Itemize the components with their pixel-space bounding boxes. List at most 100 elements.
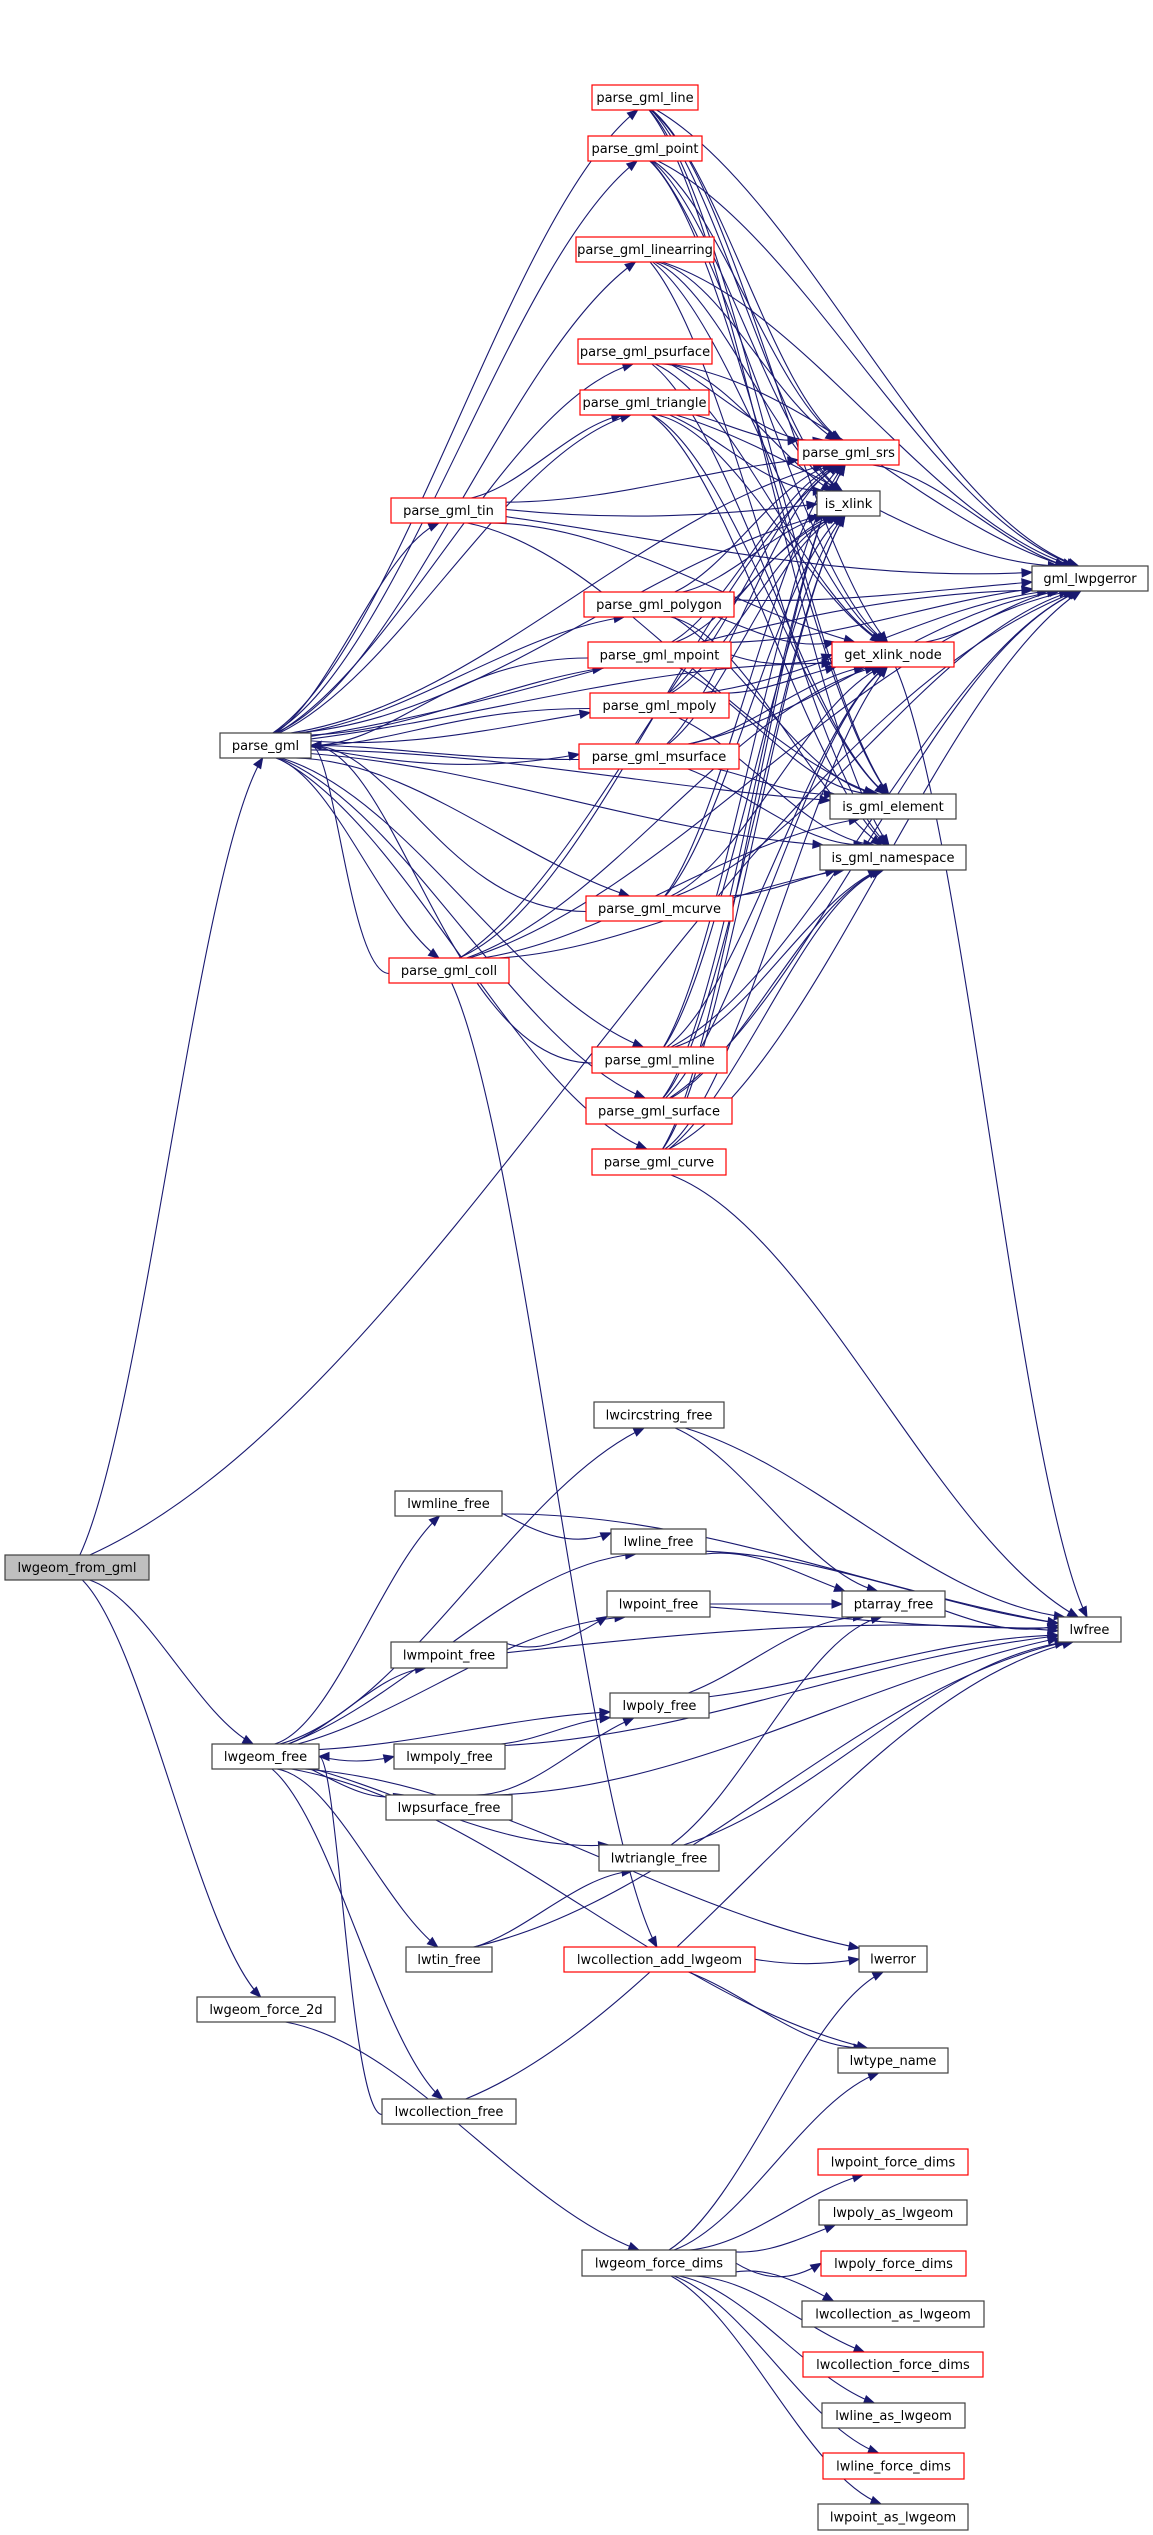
node-label[interactable]: parse_gml_msurface	[592, 750, 727, 765]
node-label[interactable]: parse_gml_tin	[403, 504, 494, 519]
node-box[interactable]	[858, 1945, 928, 1973]
node-label[interactable]: lwpoly_as_lwgeom	[833, 2206, 954, 2221]
node-label[interactable]: is_xlink	[825, 497, 873, 512]
node-lwgeom-force-dims[interactable]: lwgeom_force_dims	[581, 2249, 737, 2277]
node-box[interactable]	[831, 641, 955, 668]
node-label[interactable]: ptarray_free	[854, 1598, 934, 1613]
node-label[interactable]: parse_gml_triangle	[583, 396, 707, 411]
node-lwtype-name[interactable]: lwtype_name	[837, 2047, 949, 2074]
node-lwpoly-force-dims[interactable]: lwpoly_force_dims	[820, 2250, 967, 2277]
node-label[interactable]: gml_lwpgerror	[1043, 572, 1137, 587]
node-box[interactable]	[801, 2300, 985, 2328]
node-lwgeom-force-2d[interactable]: lwgeom_force_2d	[196, 1996, 336, 2023]
node-parse-gml-msurface[interactable]: parse_gml_msurface	[578, 743, 740, 770]
node-box[interactable]	[802, 2351, 984, 2378]
node-label[interactable]: is_gml_namespace	[832, 851, 955, 866]
node-box[interactable]	[390, 1641, 508, 1669]
node-label[interactable]: lwpoint_force_dims	[831, 2156, 956, 2171]
node-parse-gml-psurface[interactable]: parse_gml_psurface	[577, 338, 713, 365]
node-box[interactable]	[587, 135, 703, 162]
node-label[interactable]: parse_gml_mpoint	[600, 649, 720, 664]
node-label[interactable]: parse_gml_srs	[802, 446, 895, 461]
node-lwcollection-add-lwgeom[interactable]: lwcollection_add_lwgeom	[563, 1946, 756, 1973]
node-parse-gml-mpoint[interactable]: parse_gml_mpoint	[587, 641, 732, 669]
node-parse-gml-curve[interactable]: parse_gml_curve	[591, 1148, 727, 1176]
node-label[interactable]: parse_gml_curve	[604, 1156, 714, 1171]
node-box[interactable]	[4, 1554, 150, 1581]
node-lwtriangle-free[interactable]: lwtriangle_free	[598, 1844, 720, 1872]
node-box[interactable]	[579, 389, 710, 416]
node-label[interactable]: lwtriangle_free	[611, 1852, 708, 1867]
node-parse-gml-coll[interactable]: parse_gml_coll	[388, 957, 510, 984]
node-lwline-force-dims[interactable]: lwline_force_dims	[822, 2452, 965, 2480]
node-box[interactable]	[589, 692, 730, 719]
node-lwpsurface-free[interactable]: lwpsurface_free	[385, 1794, 513, 1821]
node-box[interactable]	[1031, 565, 1149, 592]
node-box[interactable]	[841, 1590, 946, 1618]
node-label[interactable]: lwcollection_free	[395, 2105, 504, 2120]
node-lwfree[interactable]: lwfree	[1057, 1616, 1122, 1643]
node-parse-gml-point[interactable]: parse_gml_point	[587, 135, 703, 162]
node-box[interactable]	[390, 497, 507, 524]
node-label[interactable]: lwpoint_as_lwgeom	[830, 2511, 956, 2526]
node-label[interactable]: lwmpoint_free	[403, 1649, 495, 1664]
node-gml-lwpgerror[interactable]: gml_lwpgerror	[1031, 565, 1149, 592]
node-box[interactable]	[219, 732, 312, 759]
node-label[interactable]: lwmpoly_free	[406, 1750, 493, 1765]
node-label[interactable]: lwtype_name	[850, 2054, 937, 2069]
node-box[interactable]	[819, 844, 967, 871]
node-label[interactable]: lwcircstring_free	[606, 1409, 713, 1424]
node-lwmpoly-free[interactable]: lwmpoly_free	[393, 1743, 506, 1770]
node-label[interactable]: lwpoint_free	[619, 1598, 699, 1613]
node-box[interactable]	[829, 793, 957, 820]
node-lwcollection-as-lwgeom[interactable]: lwcollection_as_lwgeom	[801, 2300, 985, 2328]
node-box[interactable]	[388, 957, 510, 984]
node-box[interactable]	[563, 1946, 756, 1973]
node-box[interactable]	[581, 2249, 737, 2277]
node-parse-gml-line[interactable]: parse_gml_line	[591, 84, 699, 111]
node-box[interactable]	[821, 2402, 966, 2429]
node-label[interactable]: parse_gml_point	[591, 142, 698, 157]
node-parse-gml-linearring[interactable]: parse_gml_linearring	[575, 236, 715, 263]
node-lwline-as-lwgeom[interactable]: lwline_as_lwgeom	[821, 2402, 966, 2429]
node-parse-gml[interactable]: parse_gml	[219, 732, 312, 759]
node-label[interactable]: lwline_force_dims	[836, 2460, 951, 2475]
node-lwmline-free[interactable]: lwmline_free	[394, 1490, 503, 1517]
node-lwcircstring-free[interactable]: lwcircstring_free	[593, 1401, 725, 1429]
node-is-xlink[interactable]: is_xlink	[816, 490, 881, 517]
node-box[interactable]	[591, 1046, 728, 1074]
node-label[interactable]: lwpoly_free	[623, 1699, 697, 1714]
node-box[interactable]	[609, 1692, 710, 1719]
node-label[interactable]: lwgeom_force_dims	[595, 2257, 723, 2272]
node-box[interactable]	[381, 2098, 517, 2125]
node-label[interactable]: lwerror	[870, 1953, 916, 1968]
node-label[interactable]: parse_gml_polygon	[596, 598, 722, 613]
node-box[interactable]	[591, 1148, 727, 1176]
node-label[interactable]: lwtin_free	[417, 1953, 480, 1968]
node-box[interactable]	[818, 2199, 968, 2226]
node-label[interactable]: lwfree	[1070, 1623, 1110, 1638]
node-parse-gml-mline[interactable]: parse_gml_mline	[591, 1046, 728, 1074]
node-parse-gml-triangle[interactable]: parse_gml_triangle	[579, 389, 710, 416]
node-box[interactable]	[817, 2503, 969, 2531]
node-parse-gml-srs[interactable]: parse_gml_srs	[797, 439, 900, 466]
node-lwpoly-free[interactable]: lwpoly_free	[609, 1692, 710, 1719]
node-parse-gml-mcurve[interactable]: parse_gml_mcurve	[585, 895, 734, 922]
node-label[interactable]: get_xlink_node	[844, 648, 941, 663]
node-parse-gml-surface[interactable]: parse_gml_surface	[585, 1097, 733, 1125]
node-lwpoly-as-lwgeom[interactable]: lwpoly_as_lwgeom	[818, 2199, 968, 2226]
node-label[interactable]: parse_gml_mpoly	[602, 699, 716, 714]
node-parse-gml-mpoly[interactable]: parse_gml_mpoly	[589, 692, 730, 719]
node-box[interactable]	[583, 591, 735, 618]
node-box[interactable]	[817, 2148, 969, 2176]
node-lwcollection-force-dims[interactable]: lwcollection_force_dims	[802, 2351, 984, 2378]
node-box[interactable]	[820, 2250, 967, 2277]
node-box[interactable]	[816, 490, 881, 517]
node-box[interactable]	[837, 2047, 949, 2074]
node-label[interactable]: lwcollection_as_lwgeom	[815, 2308, 970, 2323]
node-box[interactable]	[211, 1743, 320, 1770]
node-box[interactable]	[196, 1996, 336, 2023]
node-box[interactable]	[797, 439, 900, 466]
node-label[interactable]: lwline_as_lwgeom	[835, 2409, 952, 2424]
node-is-gml-namespace[interactable]: is_gml_namespace	[819, 844, 967, 871]
